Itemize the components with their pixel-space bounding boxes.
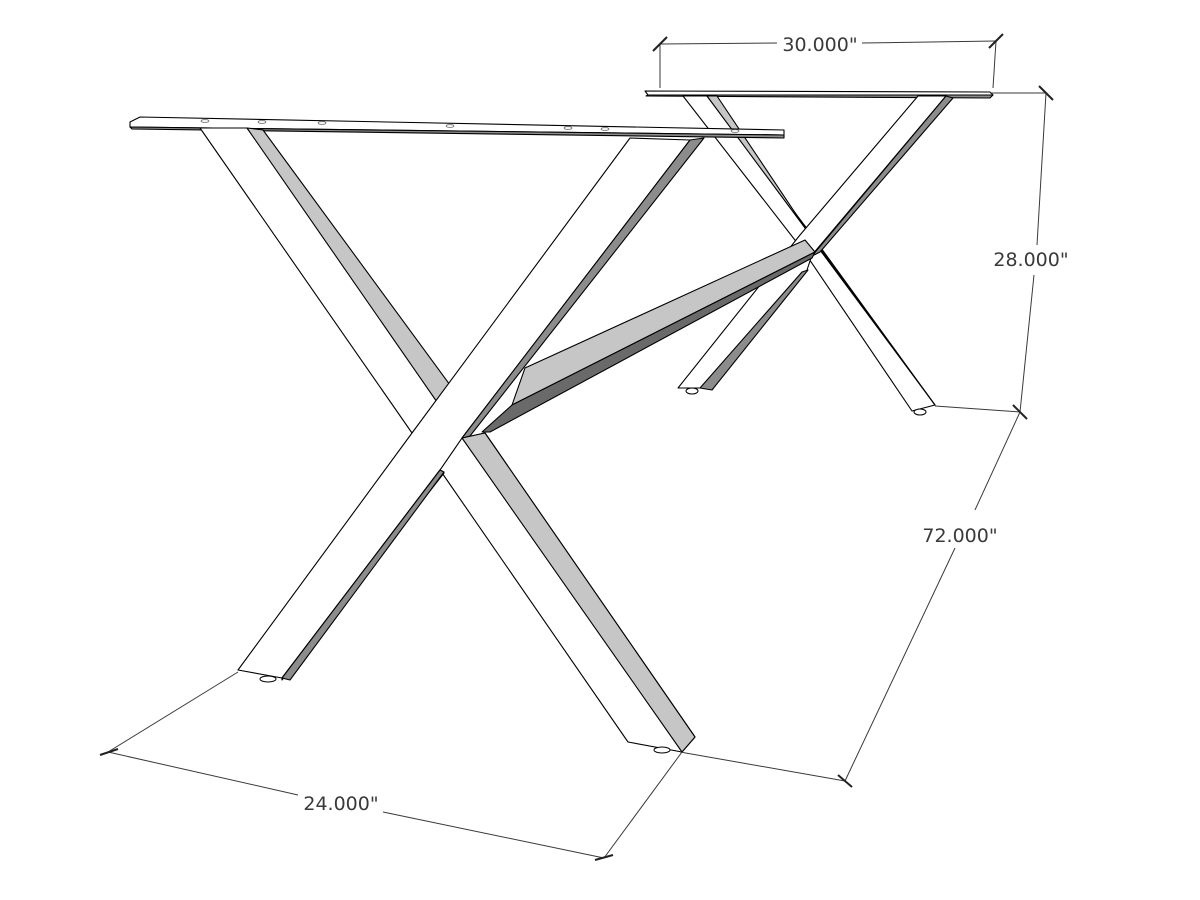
front-leg-a-face-upper — [199, 127, 449, 434]
dimension-label-height: 28.000" — [993, 249, 1068, 271]
back-top-plate — [644, 90, 994, 96]
front-foot-left — [259, 675, 277, 683]
dimension-length: 72.000" — [679, 411, 1021, 788]
front-leg-b-side-upper — [461, 137, 705, 439]
front-leg-a-side-upper — [246, 127, 451, 403]
back-leg-b-side — [811, 95, 954, 257]
back-foot-right — [913, 408, 927, 416]
dimension-label-depth: 24.000" — [303, 793, 378, 815]
front-leg-a-side-lower — [461, 432, 696, 753]
stretcher-bottom — [481, 251, 816, 433]
plate-holes — [200, 119, 740, 133]
stretcher-beam — [481, 239, 816, 433]
front-top-plate — [129, 116, 785, 136]
dimension-label-top-width: 30.000" — [782, 34, 857, 56]
dimension-top-width: 30.000" — [652, 33, 1004, 89]
dimension-depth: 24.000" — [99, 671, 683, 861]
dimension-label-length: 72.000" — [922, 525, 997, 547]
back-foot-left — [685, 387, 699, 395]
front-x-frame — [129, 116, 785, 754]
front-foot-right — [653, 746, 671, 754]
dimension-height: 28.000" — [934, 85, 1069, 420]
